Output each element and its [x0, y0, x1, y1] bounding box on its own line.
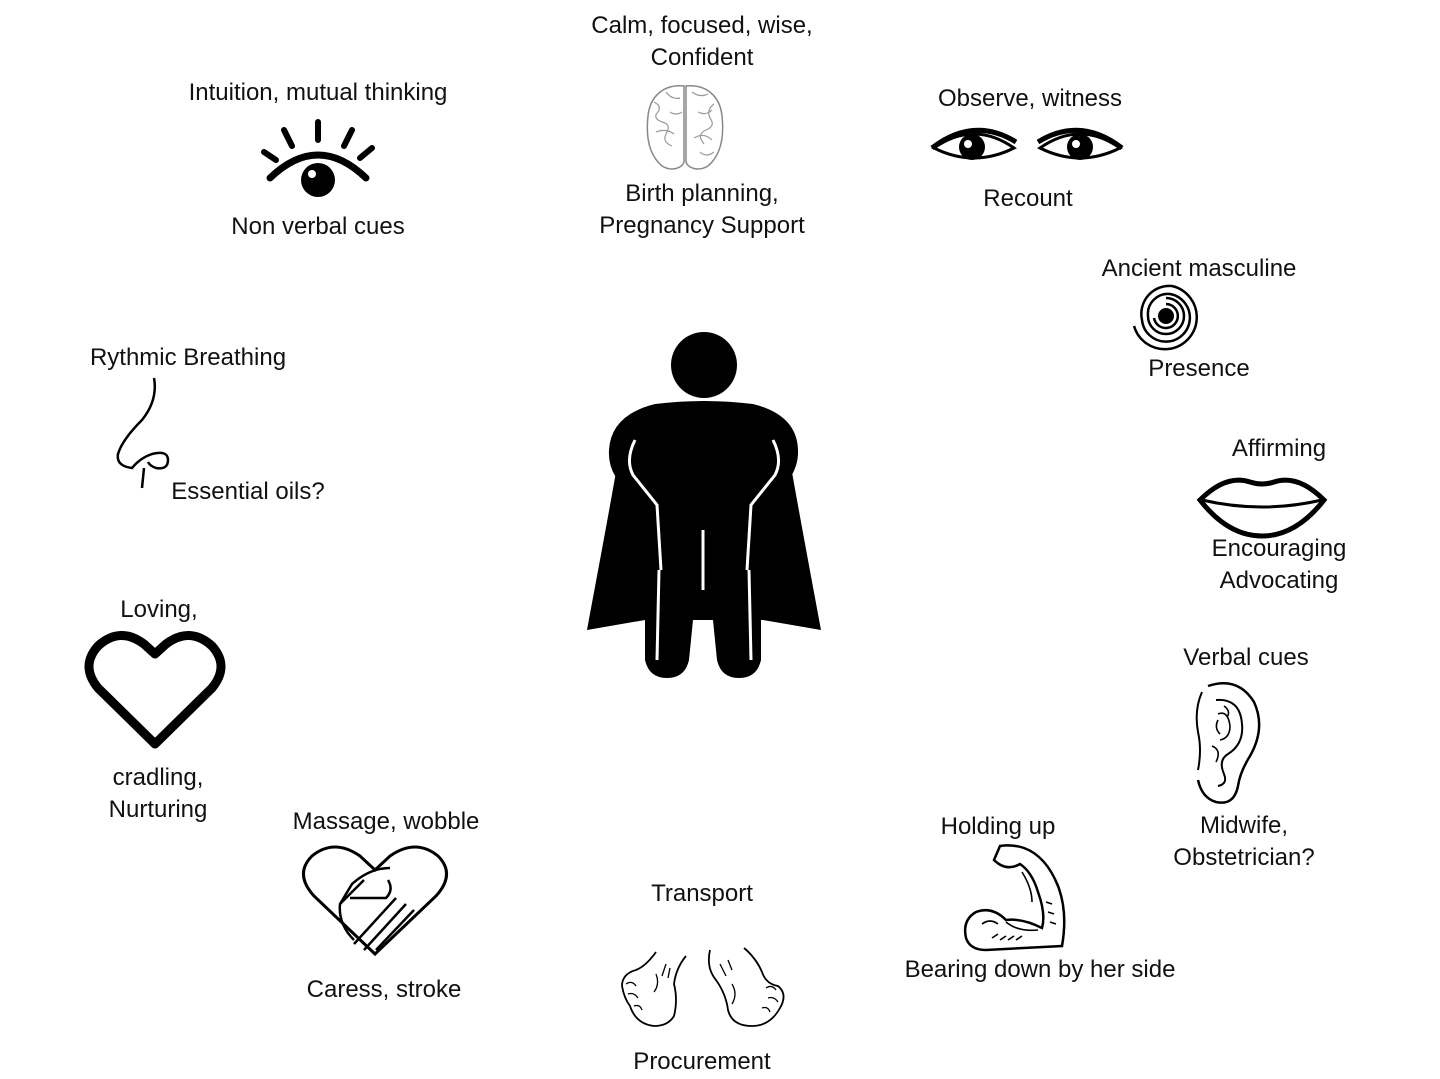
spiral-top-label: Ancient masculine [1102, 253, 1297, 285]
ear-bottom-line-2: Obstetrician? [1173, 844, 1315, 871]
ear-bottom-label: Midwife, Obstetrician? [1173, 810, 1314, 874]
heart-bottom-line-2: Nurturing [108, 796, 208, 823]
arm-top-label: Holding up [941, 811, 1056, 843]
feet-bottom-line-1: Procurement [633, 1048, 771, 1075]
lips-bottom-label: Encouraging Advocating [1212, 533, 1347, 597]
lips-bottom-line-2: Advocating [1219, 567, 1339, 594]
nose-top-line-1: Rythmic Breathing [89, 344, 287, 371]
lips-bottom-line-1: Encouraging [1211, 535, 1347, 562]
heart-bottom-line-1: cradling, [112, 764, 204, 791]
arm-bottom-line-1: Bearing down by her side [904, 956, 1176, 983]
feet-top-label: Transport [651, 878, 753, 910]
nose-icon [112, 376, 176, 492]
arm-top-line-1: Holding up [940, 813, 1056, 840]
intuition-top-line-1: Intuition, mutual thinking [188, 79, 448, 106]
nose-bottom-label: Essential oils? [171, 476, 324, 508]
mind-bottom-line-1: Birth planning, [625, 180, 779, 207]
flexed-arm-icon [962, 842, 1072, 954]
spiral-bottom-label: Presence [1148, 353, 1249, 385]
heart-top-label: Loving, [120, 594, 197, 626]
superhero-cape-icon [585, 330, 825, 680]
mind-top-line-1: Calm, focused, wise, [591, 12, 813, 39]
mind-top-label: Calm, focused, wise, Confident [591, 10, 812, 74]
eyes-icon [930, 126, 1124, 170]
feet-bottom-label: Procurement [633, 1046, 770, 1078]
lips-icon [1196, 472, 1328, 540]
arm-bottom-label: Bearing down by her side [905, 954, 1176, 986]
ear-bottom-line-1: Midwife, [1199, 812, 1289, 839]
heart-top-line-1: Loving, [120, 596, 198, 623]
eyes-top-label: Observe, witness [938, 83, 1122, 115]
spiral-icon [1126, 280, 1206, 352]
intuition-bottom-line-1: Non verbal cues [231, 213, 405, 240]
heart-icon [84, 631, 226, 752]
mind-bottom-label: Birth planning, Pregnancy Support [599, 178, 804, 242]
intuition-top-label: Intuition, mutual thinking [189, 77, 448, 109]
heart-bottom-label: cradling, Nurturing [109, 762, 208, 826]
nose-bottom-line-1: Essential oils? [171, 478, 325, 505]
ear-icon [1188, 680, 1266, 808]
mind-top-line-2: Confident [650, 44, 754, 71]
spiral-bottom-line-1: Presence [1148, 355, 1250, 382]
eyes-bottom-line-1: Recount [983, 185, 1073, 212]
hands-bottom-line-1: Caress, stroke [306, 976, 462, 1003]
hands-top-label: Massage, wobble [293, 806, 480, 838]
eyes-top-line-1: Observe, witness [937, 85, 1123, 112]
nose-top-label: Rythmic Breathing [90, 342, 286, 374]
heart-hands-icon [300, 844, 450, 958]
hands-top-line-1: Massage, wobble [292, 808, 480, 835]
brain-icon [644, 82, 726, 170]
ear-top-label: Verbal cues [1183, 642, 1308, 674]
third-eye-icon [258, 119, 378, 202]
hands-bottom-label: Caress, stroke [307, 974, 462, 1006]
eyes-bottom-label: Recount [983, 183, 1072, 215]
feet-top-line-1: Transport [651, 880, 753, 907]
lips-top-line-1: Affirming [1231, 435, 1327, 462]
spiral-top-line-1: Ancient masculine [1101, 255, 1297, 282]
ear-top-line-1: Verbal cues [1183, 644, 1309, 671]
mind-bottom-line-2: Pregnancy Support [599, 212, 805, 239]
lips-top-label: Affirming [1232, 433, 1326, 465]
intuition-bottom-label: Non verbal cues [231, 211, 404, 243]
feet-icon [616, 944, 790, 1030]
